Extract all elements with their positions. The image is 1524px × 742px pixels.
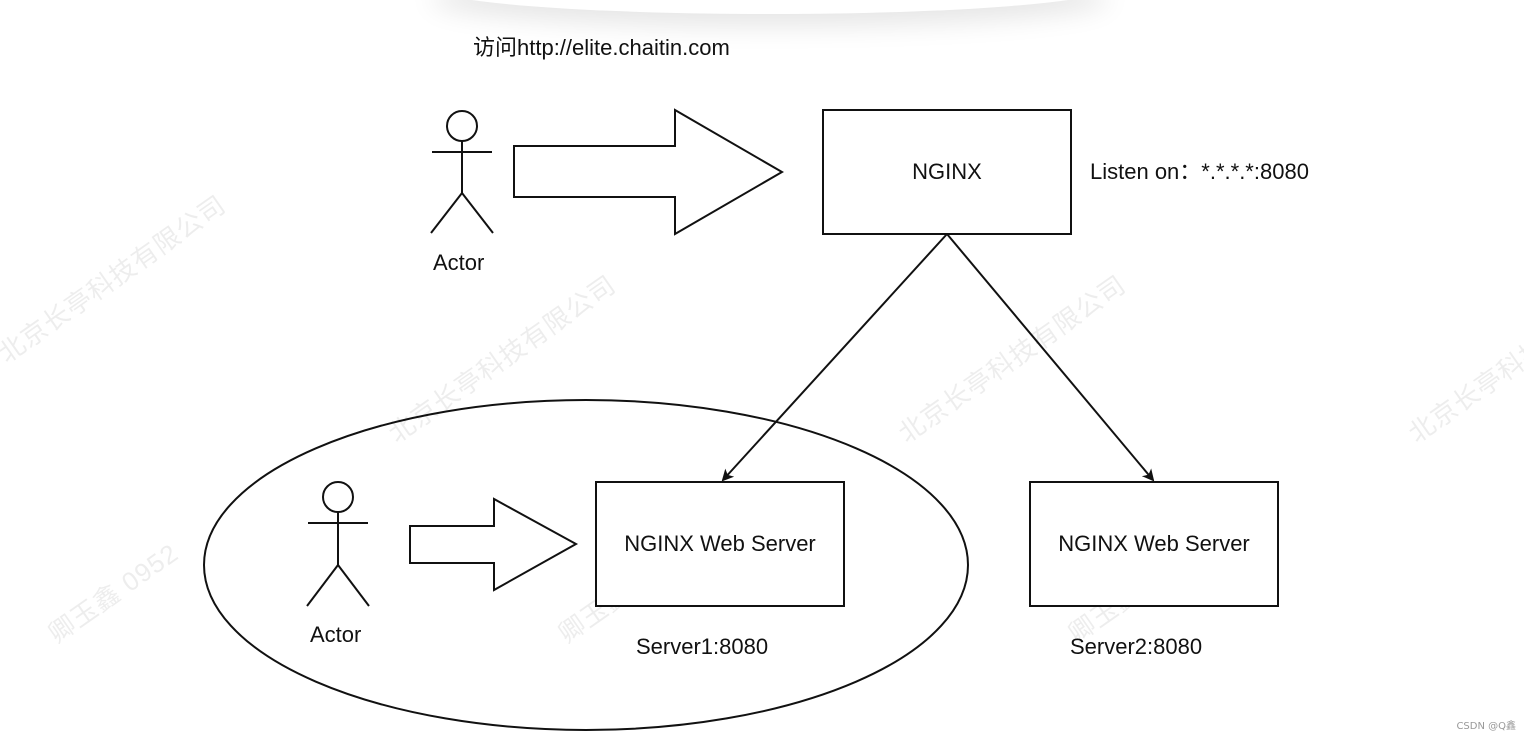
server2-address-label: Server2:8080	[1070, 634, 1203, 659]
actor-top-label: Actor	[433, 250, 485, 275]
server1-box	[595, 481, 845, 607]
request-block-arrow-bottom	[409, 497, 579, 592]
server1-group-ellipse	[203, 399, 969, 731]
connector-arrow-to-server2	[946, 233, 1155, 482]
server2-box	[1029, 481, 1279, 607]
url-label: 访问http://elite.chaitin.com	[473, 35, 730, 60]
nginx-box	[822, 109, 1072, 235]
server1-box-label: NGINX Web Server	[624, 531, 816, 556]
actor-bottom-label: Actor	[310, 622, 362, 647]
server1-address-label: Server1:8080	[636, 634, 769, 659]
credit-text: CSDN @Q鑫	[1456, 721, 1516, 732]
server2-box-label: NGINX Web Server	[1058, 531, 1250, 556]
nginx-box-label: NGINX	[912, 159, 982, 184]
actor-top-icon	[430, 110, 494, 234]
listen-label: Listen on：*.*.*.*:8080	[1090, 159, 1309, 184]
request-block-arrow-top	[513, 108, 784, 236]
actor-bottom-icon	[306, 481, 370, 607]
connector-arrow-to-server1	[721, 233, 948, 482]
